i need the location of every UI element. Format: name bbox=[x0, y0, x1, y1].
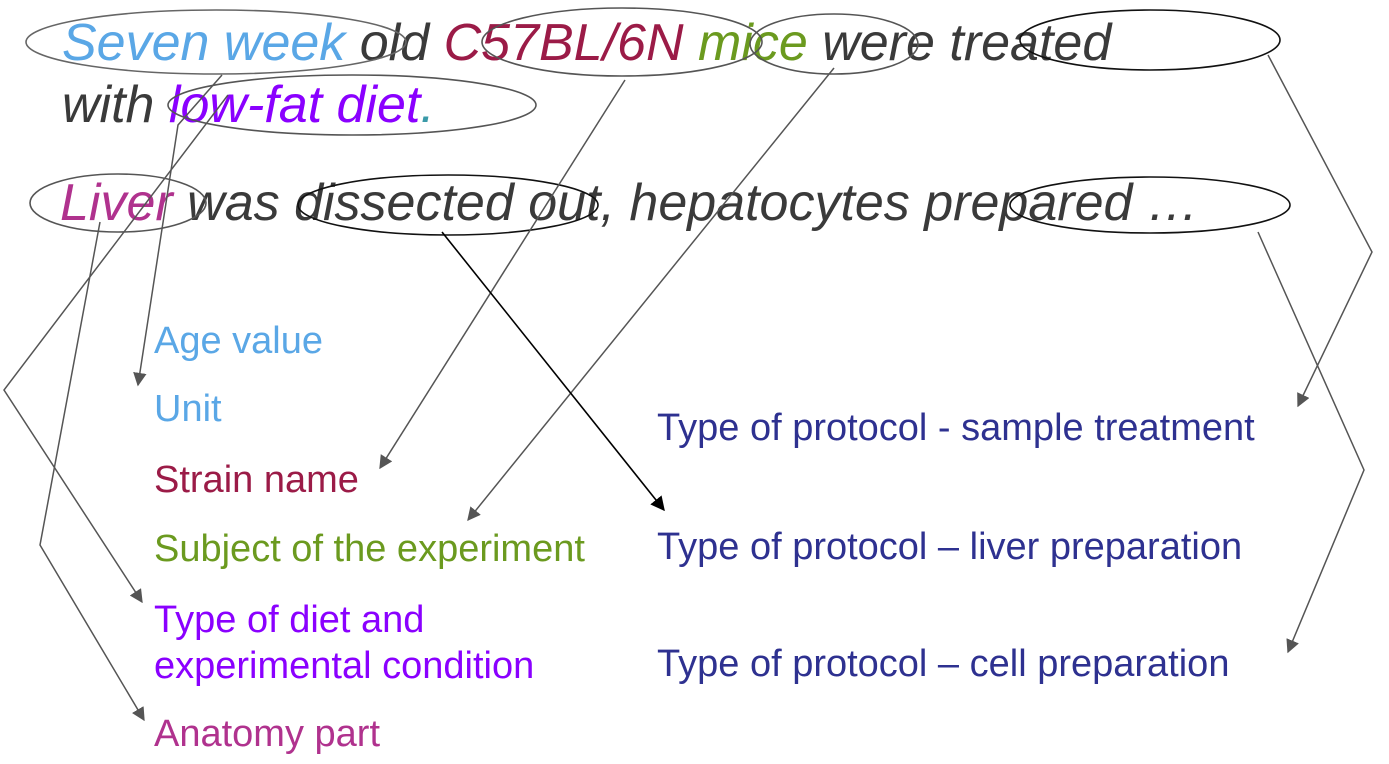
sentence-line-2: with low-fat diet. bbox=[62, 76, 435, 134]
arrow-treated-to-protocol-treatment bbox=[1267, 54, 1373, 408]
mice-token: mice bbox=[684, 14, 808, 72]
arrow-mice-to-subject bbox=[467, 67, 835, 522]
label-protocol-cell: Type of protocol – cell preparation bbox=[657, 643, 1229, 685]
label-subject: Subject of the experiment bbox=[154, 528, 585, 570]
arrow-seven-week-to-unit bbox=[133, 74, 223, 387]
ellipse-mice bbox=[749, 13, 919, 75]
ellipse-dissected bbox=[297, 174, 599, 236]
sentence-line-1: Seven week old C57BL/6N mice were treate… bbox=[62, 14, 1113, 72]
label-strain-name: Strain name bbox=[154, 459, 359, 501]
strain-token: C57BL/6N bbox=[444, 14, 684, 72]
arrow-dissected-to-protocol-liver bbox=[441, 231, 665, 512]
ellipse-seven-week bbox=[25, 9, 407, 75]
period-token: . bbox=[420, 76, 434, 134]
arrow-diet-to-diet-label bbox=[3, 94, 229, 604]
seven-week-token: Seven week bbox=[62, 14, 348, 72]
arrow-prepared-to-protocol-cell bbox=[1257, 231, 1365, 654]
with-token: with bbox=[62, 76, 169, 134]
label-age-value: Age value bbox=[154, 320, 323, 362]
label-diet-line-1: Type of diet and bbox=[154, 599, 424, 641]
ellipse-treated bbox=[1019, 9, 1281, 71]
label-diet-line-2: experimental condition bbox=[154, 645, 534, 687]
diet-token: low-fat diet bbox=[169, 76, 423, 134]
sentence-line-3: Liver was dissected out, hepatocytes pre… bbox=[60, 174, 1199, 232]
label-anatomy: Anatomy part bbox=[154, 713, 380, 755]
ellipse-liver bbox=[29, 173, 207, 233]
arrow-strain-to-strain-name bbox=[379, 79, 626, 470]
ellipse-prepared bbox=[1009, 176, 1291, 234]
label-protocol-treatment: Type of protocol - sample treatment bbox=[657, 407, 1255, 449]
label-unit: Unit bbox=[154, 388, 222, 430]
ellipse-diet bbox=[167, 74, 537, 136]
liver-token: Liver bbox=[60, 174, 175, 232]
label-protocol-liver: Type of protocol – liver preparation bbox=[657, 526, 1242, 568]
ellipse-strain bbox=[481, 7, 763, 77]
arrow-liver-to-anatomy bbox=[39, 221, 145, 722]
